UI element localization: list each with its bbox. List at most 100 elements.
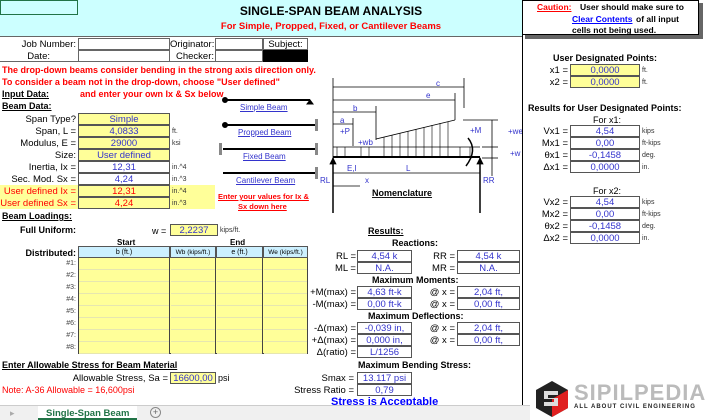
result-neg_m-value: 0,00 ft-k	[357, 298, 412, 310]
user-ix-label: User defined Ix =	[3, 186, 76, 197]
point-x2_rows-unit-0: kips	[642, 199, 655, 206]
selected-cell[interactable]	[0, 0, 78, 15]
fixed-beam-link[interactable]: Fixed Beam	[243, 152, 286, 161]
distributed-table	[78, 246, 308, 354]
dist-b-input-3[interactable]	[79, 282, 169, 294]
w-label: w =	[152, 226, 167, 236]
label-ei: E,I	[347, 164, 357, 173]
dist-we-input-4[interactable]	[264, 294, 307, 306]
originator-input[interactable]	[215, 38, 263, 50]
smax-value: 13.117 psi	[357, 372, 412, 384]
page-subtitle: For Simple, Propped, Fixed, or Cantileve…	[220, 21, 442, 32]
dist-we-input-2[interactable]	[264, 270, 307, 282]
point-x2_rows-value-1: 0,00	[570, 208, 640, 220]
point-x1_rows-value-1: 0,00	[570, 137, 640, 149]
smax-label: Smax =	[321, 373, 354, 384]
result-RR-label: RR =	[433, 251, 455, 262]
user-ix-input[interactable]: 12,31	[78, 185, 170, 197]
point-results-heading: Results for User Designated Points:	[528, 103, 682, 113]
dist-wb-input-1[interactable]	[171, 258, 215, 270]
for-x1-label: For x1:	[593, 115, 622, 125]
modulus-unit: ksi	[172, 140, 181, 147]
dist-b-input-5[interactable]	[79, 306, 169, 318]
dist-wb-input-2[interactable]	[171, 270, 215, 282]
date-input[interactable]	[78, 50, 170, 62]
dist-b-input-6[interactable]	[79, 318, 169, 330]
dist-e-input-1[interactable]	[217, 258, 262, 270]
dist-b-input-8[interactable]	[79, 342, 169, 354]
dist-b-input-1[interactable]	[79, 258, 169, 270]
point-x2_rows-label-1: Mx2 =	[541, 209, 568, 220]
result-ML-label: ML =	[334, 263, 356, 274]
full-uniform-label: Full Uniform:	[20, 225, 76, 235]
dist-wb-input-7[interactable]	[171, 330, 215, 342]
dist-wb-input-3[interactable]	[171, 282, 215, 294]
clear-contents-link[interactable]: Clear Contents	[572, 14, 633, 24]
point-x1_rows-label-3: Δx1 =	[543, 162, 568, 173]
dist-e-input-2[interactable]	[217, 270, 262, 282]
size-select[interactable]: User defined	[78, 149, 170, 161]
dist-b-input-7[interactable]	[79, 330, 169, 342]
span-type-select[interactable]: Simple	[78, 113, 170, 125]
sheet-tab-bar: ▸ Single-Span Beam +	[0, 405, 530, 420]
dist-wb-input-4[interactable]	[171, 294, 215, 306]
checker-input[interactable]	[215, 50, 263, 62]
col-b: b (ft.)	[78, 246, 170, 258]
result-MR-value: N.A.	[457, 262, 520, 274]
stress-ratio-label: Stress Ratio =	[294, 385, 354, 396]
result-neg_d-value: -0,039 in,	[357, 322, 412, 334]
row-label-1: #1:	[66, 260, 76, 267]
cantilever-beam-link[interactable]: Cantilever Beam	[236, 176, 296, 185]
dist-e-input-5[interactable]	[217, 306, 262, 318]
date-label: Date:	[27, 51, 50, 62]
propped-beam-link[interactable]: Propped Beam	[238, 128, 292, 137]
subject-input[interactable]	[263, 50, 308, 62]
simple-beam-link[interactable]: Simple Beam	[240, 103, 288, 112]
dist-b-input-2[interactable]	[79, 270, 169, 282]
dist-b-input-4[interactable]	[79, 294, 169, 306]
dist-e-input-8[interactable]	[217, 342, 262, 354]
header-band	[0, 0, 522, 37]
span-label: Span, L =	[35, 126, 76, 137]
job-number-input[interactable]	[78, 38, 170, 50]
input-data-heading: Input Data:	[2, 89, 49, 99]
point-x2_rows-label-0: Vx2 =	[543, 197, 568, 208]
point-x1_rows-label-0: Vx1 =	[543, 126, 568, 137]
for-x2-label: For x2:	[593, 186, 622, 196]
dist-we-input-7[interactable]	[264, 330, 307, 342]
page-title: SINGLE-SPAN BEAM ANALYSIS	[239, 4, 423, 18]
add-sheet-icon[interactable]: +	[150, 407, 161, 418]
note-line-1: The drop-down beams consider bending in …	[2, 65, 316, 75]
tab-single-span-beam[interactable]: Single-Span Beam	[38, 406, 138, 420]
dist-we-input-5[interactable]	[264, 306, 307, 318]
dist-e-input-6[interactable]	[217, 318, 262, 330]
dist-wb-input-5[interactable]	[171, 306, 215, 318]
result-neg_d-at-label: @ x =	[429, 323, 455, 334]
result-ratio-value: L/1256	[357, 346, 412, 358]
dist-e-input-4[interactable]	[217, 294, 262, 306]
dist-wb-input-8[interactable]	[171, 342, 215, 354]
scroll-left-icon[interactable]: ▸	[10, 408, 15, 418]
note-line-3: and enter your own Ix & Sx below	[80, 89, 224, 99]
dist-we-input-1[interactable]	[264, 258, 307, 270]
point-x1_rows-label-2: θx1 =	[544, 150, 568, 161]
user-sx-unit: in.^3	[172, 200, 187, 207]
dist-e-input-7[interactable]	[217, 330, 262, 342]
x2-input[interactable]: 0,0000	[570, 76, 640, 88]
dist-e-input-3[interactable]	[217, 282, 262, 294]
dist-we-input-6[interactable]	[264, 318, 307, 330]
modulus-label: Modulus, E =	[20, 138, 76, 149]
span-input[interactable]: 4,0833	[78, 125, 170, 137]
modulus-input[interactable]: 29000	[78, 137, 170, 149]
nomenclature-label: Nomenclature	[372, 188, 432, 198]
x1-input[interactable]: 0,0000	[570, 64, 640, 76]
allowable-input[interactable]: 16600,00	[170, 372, 216, 384]
user-sx-input[interactable]: 4,24	[78, 197, 170, 209]
user-sx-label: User defined Sx =	[0, 198, 76, 209]
dist-we-input-8[interactable]	[264, 342, 307, 354]
w-input[interactable]: 2,2237	[170, 224, 218, 236]
dist-we-input-3[interactable]	[264, 282, 307, 294]
a36-note: Note: A-36 Allowable = 16,600psi	[2, 385, 135, 395]
row-label-5: #5:	[66, 308, 76, 315]
dist-wb-input-6[interactable]	[171, 318, 215, 330]
